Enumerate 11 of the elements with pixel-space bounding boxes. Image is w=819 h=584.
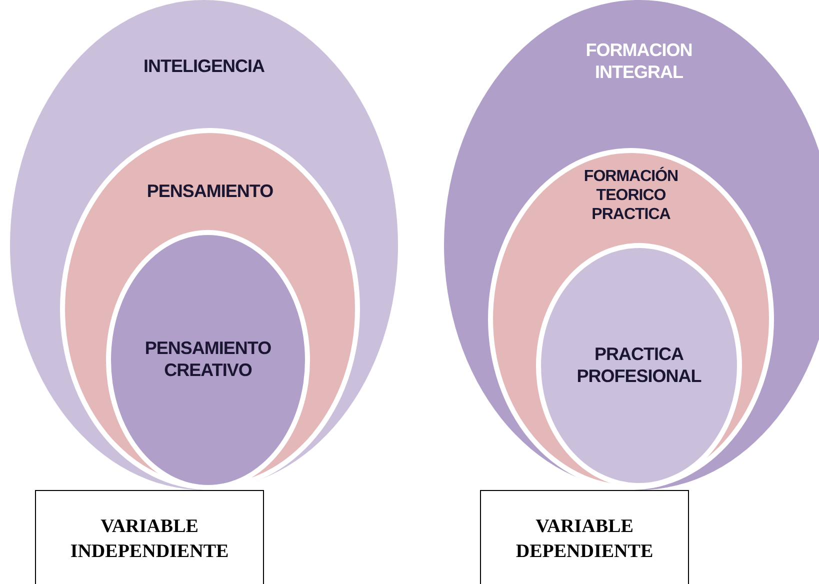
ellipse-label: PENSAMIENTO <box>146 181 274 203</box>
ellipse-label: PRACTICA PROFESIONAL <box>576 344 702 388</box>
ellipse-label: PENSAMIENTO CREATIVO <box>144 338 272 382</box>
variable-box <box>35 490 264 584</box>
ellipse-label: FORMACION INTEGRAL <box>584 40 694 84</box>
box-label: VARIABLE INDEPENDIENTE <box>69 515 230 564</box>
variable-box <box>480 490 689 584</box>
ellipse-label: INTELIGENCIA <box>142 56 266 78</box>
box-label: VARIABLE DEPENDIENTE <box>514 515 654 564</box>
ellipse-label: FORMACIÓN TEORICO PRACTICA <box>582 167 680 225</box>
ellipse <box>444 0 819 490</box>
